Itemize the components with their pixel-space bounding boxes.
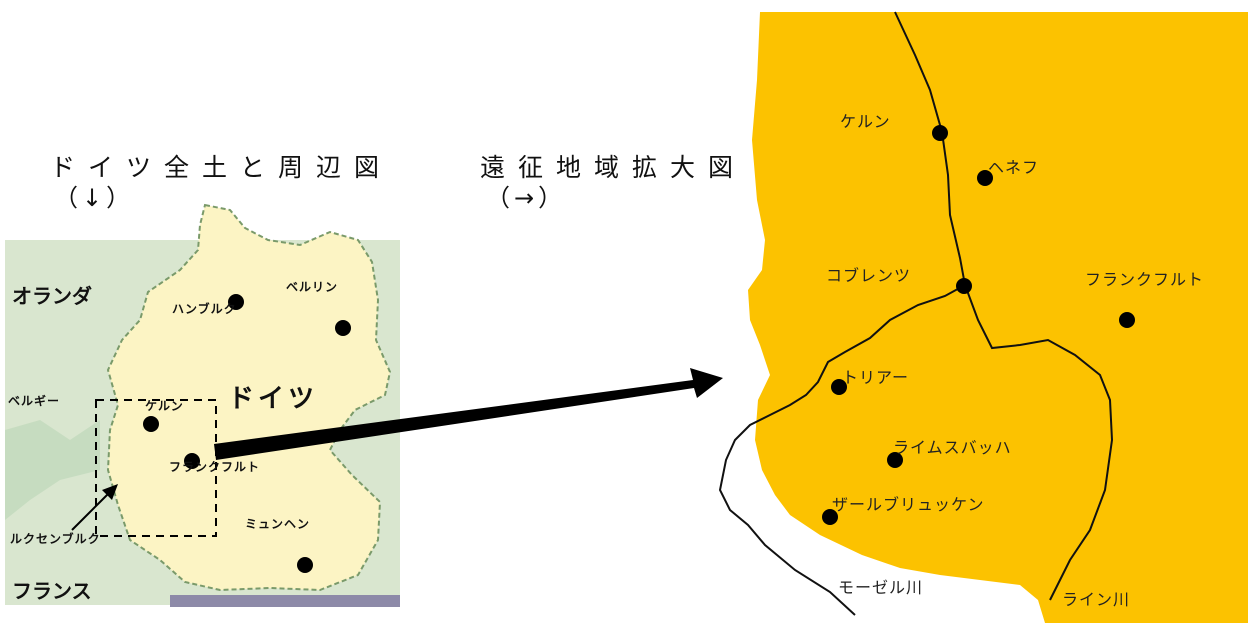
zoom-dot-koblenz bbox=[956, 278, 972, 294]
zoom-dot-frankfurt bbox=[1119, 312, 1135, 328]
city-dot-frankfurt bbox=[184, 453, 200, 469]
zoom-dot-leimsbach bbox=[887, 452, 903, 468]
zoom-direction: （→） bbox=[486, 184, 567, 212]
label-munich: ミュンヘン bbox=[245, 517, 311, 531]
overview-title: ドイツ全土と周辺図 bbox=[50, 153, 393, 182]
zoom-arrow bbox=[214, 368, 723, 460]
zoom-label-moselle: モーゼル川 bbox=[838, 578, 924, 597]
zoom-label-rhine: ライン川 bbox=[1062, 590, 1131, 609]
belgium-shading bbox=[5, 420, 100, 520]
luxembourg-pointer-line bbox=[71, 491, 111, 531]
zoom-title: 遠征地域拡大図 bbox=[480, 153, 747, 182]
germany-shape bbox=[106, 203, 392, 592]
zoom-label-cologne: ケルン bbox=[840, 112, 891, 131]
label-germany: ドイツ bbox=[228, 384, 319, 414]
zoom-label-frankfurt: フランクフルト bbox=[1085, 270, 1205, 289]
zoom-dot-saarbruecken bbox=[822, 509, 838, 525]
city-dot-hamburg bbox=[228, 294, 244, 310]
zoom-label-trier: トリアー bbox=[842, 368, 910, 387]
label-frankfurt: フランクフルト bbox=[169, 460, 261, 474]
label-luxembourg: ルクセンブルク bbox=[10, 532, 101, 546]
label-berlin: ベルリン bbox=[286, 280, 339, 294]
expedition-area-frame bbox=[95, 399, 217, 537]
zoom-dot-trier bbox=[831, 379, 847, 395]
label-netherlands: オランダ bbox=[12, 284, 92, 308]
alps-strip bbox=[170, 595, 400, 607]
luxembourg-pointer-head bbox=[102, 484, 118, 500]
city-dot-cologne bbox=[143, 416, 159, 432]
zoom-label-hennef: ヘネフ bbox=[988, 158, 1040, 177]
zoom-dot-cologne bbox=[932, 125, 948, 141]
label-france: フランス bbox=[12, 579, 92, 603]
moselle-river bbox=[718, 284, 966, 616]
overview-direction: （↓） bbox=[54, 184, 135, 212]
label-hamburg: ハンブルク bbox=[172, 302, 237, 316]
zoom-label-leimsbach: ライムスバッハ bbox=[893, 438, 1012, 457]
label-cologne: ケルン bbox=[145, 399, 184, 413]
zoom-label-koblenz: コブレンツ bbox=[826, 266, 912, 285]
zoom-label-saarbruecken: ザールブリュッケン bbox=[832, 495, 985, 514]
city-dot-berlin bbox=[335, 320, 351, 336]
zoom-dot-hennef bbox=[977, 170, 993, 186]
zoom-region-shape bbox=[748, 12, 1248, 623]
city-dot-munich bbox=[297, 557, 313, 573]
label-belgium: ベルギー bbox=[8, 394, 61, 408]
